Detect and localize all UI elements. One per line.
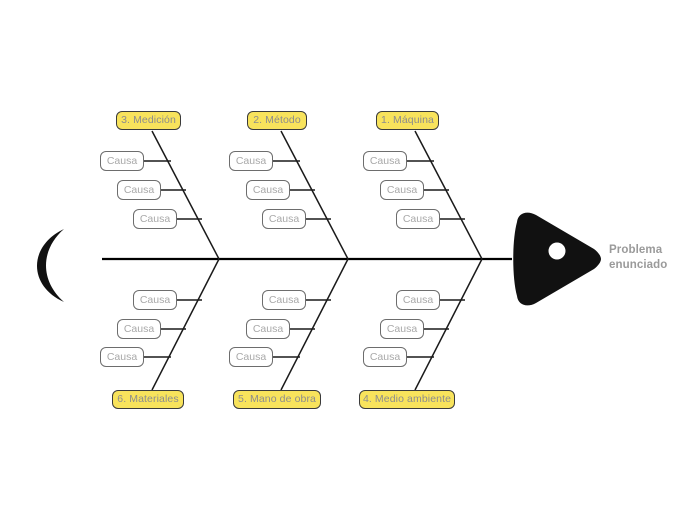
category-label-materiales[interactable]: 6. Materiales (112, 390, 184, 409)
cause-box-maquina-1[interactable]: Causa (363, 151, 407, 171)
cause-box-materiales-3[interactable]: Causa (100, 347, 144, 367)
category-label-metodo[interactable]: 2. Método (247, 111, 307, 130)
cause-box-medicion-3[interactable]: Causa (133, 209, 177, 229)
branch-diagonal-medio-ambiente (414, 258, 483, 391)
cause-box-metodo-2[interactable]: Causa (246, 180, 290, 200)
cause-box-maquina-2[interactable]: Causa (380, 180, 424, 200)
cause-box-mano-de-obra-2[interactable]: Causa (246, 319, 290, 339)
branch-diagonal-mano-de-obra (280, 258, 349, 391)
cause-box-mano-de-obra-3[interactable]: Causa (229, 347, 273, 367)
cause-box-metodo-3[interactable]: Causa (262, 209, 306, 229)
cause-box-medio-ambiente-3[interactable]: Causa (363, 347, 407, 367)
category-label-mano-de-obra[interactable]: 5. Mano de obra (233, 390, 321, 409)
cause-box-maquina-3[interactable]: Causa (396, 209, 440, 229)
category-label-maquina[interactable]: 1. Máquina (376, 111, 439, 130)
branch-diagonal-maquina (414, 130, 483, 260)
cause-box-metodo-1[interactable]: Causa (229, 151, 273, 171)
category-label-medicion[interactable]: 3. Medición (116, 111, 181, 130)
cause-box-medio-ambiente-2[interactable]: Causa (380, 319, 424, 339)
fish-eye-icon (548, 242, 566, 260)
branch-diagonal-materiales (151, 258, 220, 391)
problem-statement: Problema enunciado (609, 243, 695, 273)
cause-box-materiales-2[interactable]: Causa (117, 319, 161, 339)
cause-box-medicion-2[interactable]: Causa (117, 180, 161, 200)
fish-tail-icon (37, 229, 64, 302)
category-label-medio-ambiente[interactable]: 4. Medio ambiente (359, 390, 455, 409)
cause-box-medicion-1[interactable]: Causa (100, 151, 144, 171)
cause-box-mano-de-obra-1[interactable]: Causa (262, 290, 306, 310)
problem-statement-line-1: Problema (609, 244, 663, 256)
branch-diagonal-metodo (280, 130, 349, 260)
cause-box-medio-ambiente-1[interactable]: Causa (396, 290, 440, 310)
branch-diagonal-medicion (151, 130, 220, 260)
problem-statement-line-2: enunciado (609, 259, 668, 271)
cause-box-materiales-1[interactable]: Causa (133, 290, 177, 310)
